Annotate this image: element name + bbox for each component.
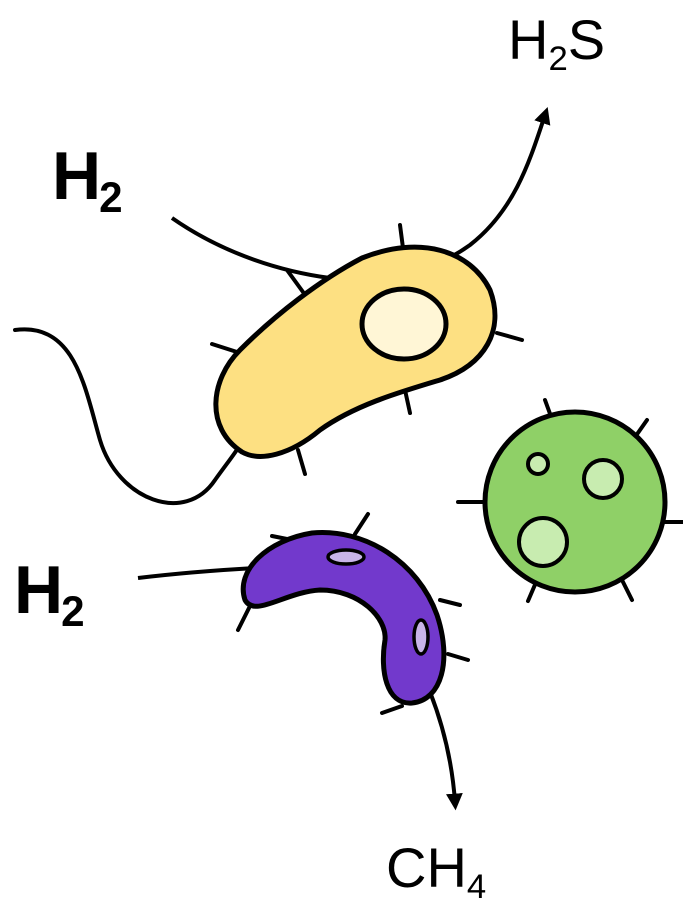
ch4-label-main: CH <box>386 836 467 899</box>
ch4-label-subscript: 4 <box>466 868 487 907</box>
coccus-bacterium-body <box>482 409 668 595</box>
rod-bacterium-body <box>213 244 498 459</box>
coccus-granule <box>526 452 550 476</box>
h2s-label-tail: S <box>567 8 606 71</box>
vibrio-granule <box>412 618 430 656</box>
h2-label-top-main: H <box>52 138 101 214</box>
h2-label-top: H2 <box>52 142 123 219</box>
ch4-release-arrow <box>428 691 463 811</box>
coccus-bacterium <box>456 398 683 603</box>
h2-label-bottom-subscript: 2 <box>61 588 84 636</box>
h2s-label-subscript: 2 <box>548 40 568 79</box>
h2-label-bottom-main: H <box>14 552 63 628</box>
flagellum <box>13 327 242 506</box>
h2s-label-main: H <box>508 8 549 71</box>
h2-to-h2s-arrow <box>170 107 551 282</box>
vibrio-bacterium <box>236 512 470 715</box>
h2s-label: H2S <box>508 12 605 77</box>
vibrio-bacterium-body <box>240 530 447 706</box>
coccus-granule <box>517 516 569 568</box>
h2-label-top-subscript: 2 <box>99 174 122 222</box>
rod-bacterium <box>210 223 524 476</box>
h2-label-bottom: H2 <box>14 556 85 633</box>
vibrio-granule <box>326 548 366 566</box>
h2-uptake-line <box>137 566 256 580</box>
coccus-granule <box>582 458 624 500</box>
ch4-label: CH4 <box>386 840 486 905</box>
rod-nucleus <box>359 286 449 362</box>
